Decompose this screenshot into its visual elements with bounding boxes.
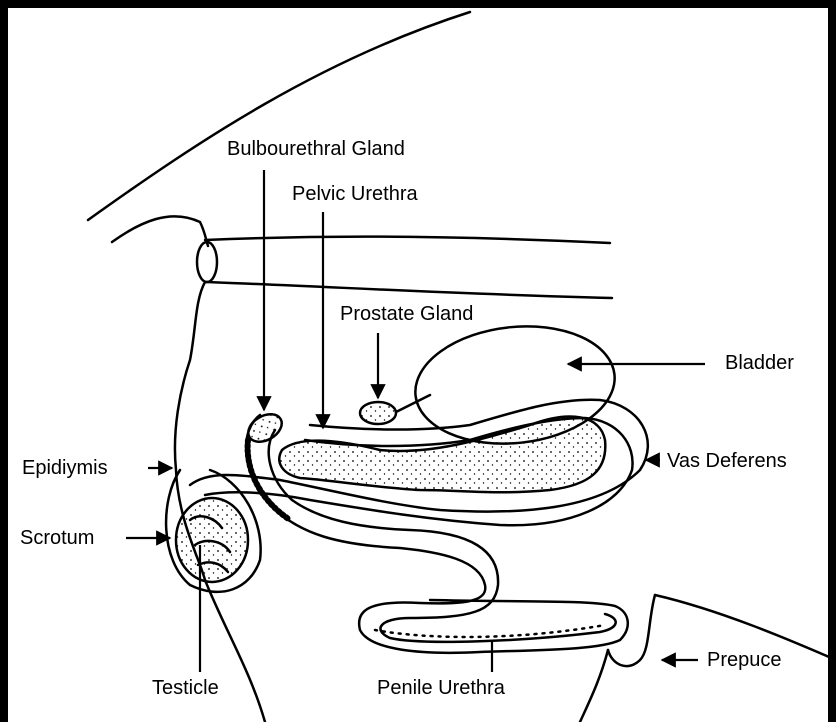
tail-band-bottom [205, 282, 612, 298]
label-penile-urethra: Penile Urethra [377, 677, 505, 699]
prostate-gland-shape [360, 402, 396, 424]
lower-contour [580, 650, 608, 722]
tail-upper [112, 216, 208, 246]
label-epididymis: Epidiymis [22, 457, 108, 479]
label-prepuce: Prepuce [707, 649, 782, 671]
anus [197, 242, 217, 282]
label-testicle: Testicle [152, 677, 219, 699]
leg-contour [205, 580, 265, 722]
label-bladder: Bladder [725, 352, 794, 374]
tail-band-top [205, 237, 610, 243]
label-scrotum: Scrotum [20, 527, 94, 549]
prostate-link [396, 395, 430, 412]
label-pelvic-urethra: Pelvic Urethra [292, 183, 418, 205]
label-bulbourethral-gland: Bulbourethral Gland [227, 138, 405, 160]
label-vas-deferens: Vas Deferens [667, 450, 787, 472]
label-prostate-gland: Prostate Gland [340, 303, 473, 325]
